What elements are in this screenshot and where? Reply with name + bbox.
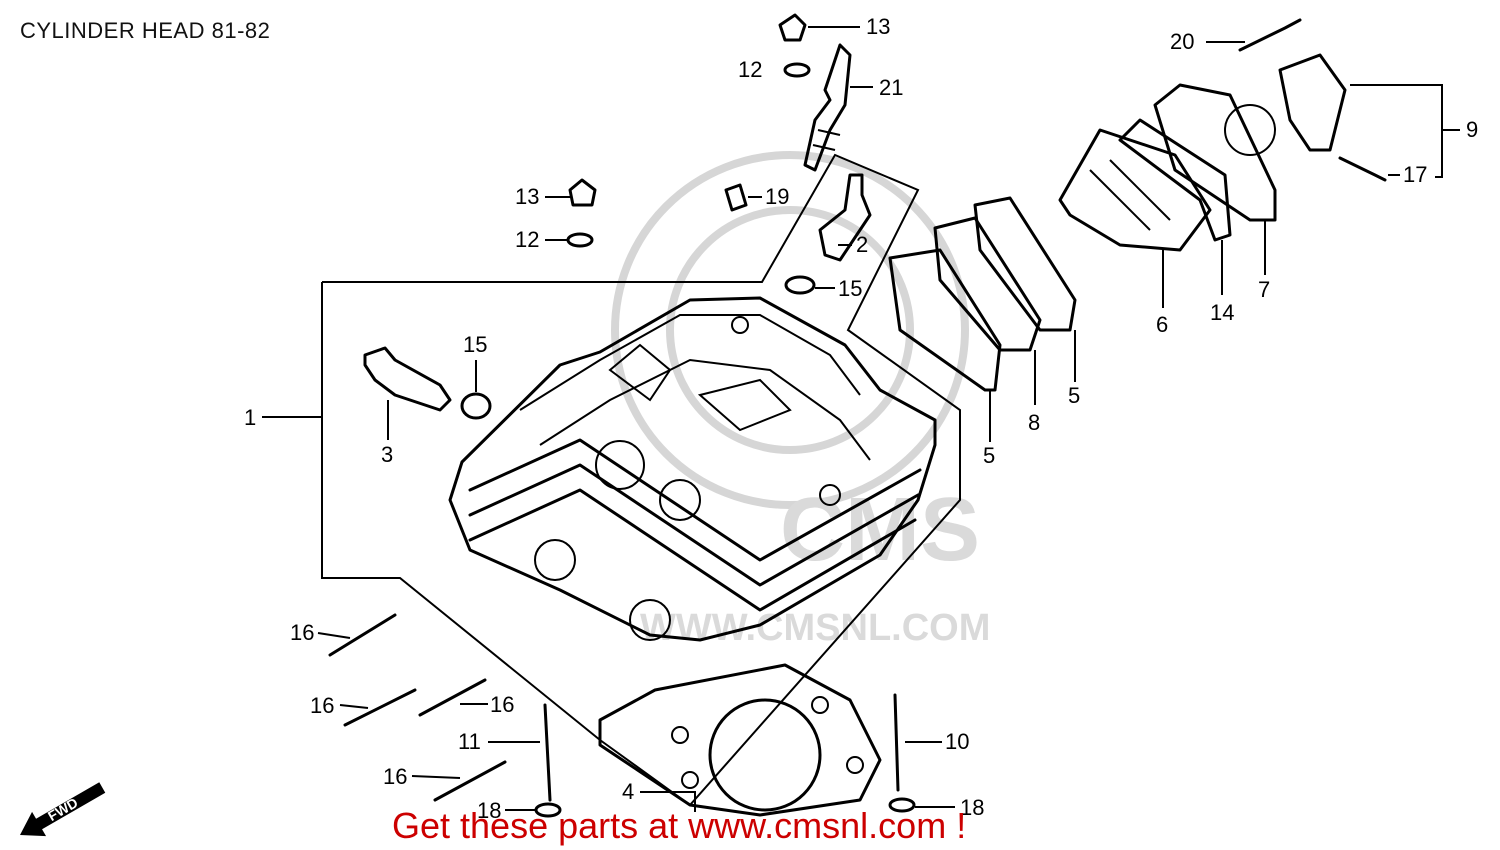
callout-8: 8: [1028, 410, 1040, 435]
callout-16-d: 16: [383, 764, 407, 789]
callout-14: 14: [1210, 300, 1234, 325]
group-frame: [321, 153, 961, 807]
clamp-9: [1278, 53, 1347, 152]
cylinder-head: [448, 296, 937, 642]
spark-plug: [803, 43, 852, 172]
callout-12-left: 12: [515, 227, 539, 252]
watermark-url: WWW.CMSNL.COM: [640, 607, 990, 649]
studs: [328, 613, 916, 818]
callout-13-top: 13: [866, 14, 890, 39]
bolt-20: [1238, 18, 1302, 52]
callout-15-right: 15: [838, 276, 862, 301]
insulator-2: [784, 173, 872, 295]
callout-12-top: 12: [738, 57, 762, 82]
fwd-arrow: FWD: [20, 782, 106, 837]
watermark-brand: CMS: [780, 480, 980, 580]
callout-6: 6: [1156, 312, 1168, 337]
leader-lines: [262, 26, 1460, 812]
callout-19: 19: [765, 184, 789, 209]
diagram-title: CYLINDER HEAD 81-82: [20, 18, 270, 43]
callout-17: 17: [1403, 162, 1427, 187]
footer-link[interactable]: Get these parts at www.cmsnl.com !: [392, 805, 966, 846]
callout-16-a: 16: [290, 620, 314, 645]
callout-10: 10: [945, 729, 969, 754]
intake-manifold-7: [1153, 83, 1277, 222]
callout-15-left: 15: [463, 332, 487, 357]
callout-18-left: 18: [477, 798, 501, 823]
callout-16-c: 16: [490, 692, 514, 717]
callout-21: 21: [879, 75, 903, 100]
part-3-pipe: [363, 346, 492, 420]
callout-5-upper: 5: [1068, 383, 1080, 408]
head-gasket: [598, 663, 882, 817]
callout-20: 20: [1170, 29, 1194, 54]
callout-1: 1: [244, 405, 256, 430]
bolt-17: [1338, 156, 1387, 182]
reed-gaskets: [888, 196, 1077, 392]
cap-19: [724, 183, 748, 212]
callout-labels: 13 12 21 20 9 17 13 12 19 2 15 15 1 3 5 …: [244, 14, 1478, 823]
callout-4: 4: [622, 779, 634, 804]
cap-nut-top: [778, 13, 811, 78]
callout-9: 9: [1466, 117, 1478, 142]
callout-13-left: 13: [515, 184, 539, 209]
callout-11: 11: [458, 729, 481, 754]
callout-7: 7: [1258, 277, 1270, 302]
callout-2: 2: [856, 232, 868, 257]
callout-3: 3: [381, 442, 393, 467]
reed-valve: [1058, 128, 1212, 252]
cap-nut-left: [566, 178, 597, 248]
callout-18-right: 18: [960, 795, 984, 820]
callout-5-lower: 5: [983, 443, 995, 468]
gasket-14: [1118, 118, 1232, 242]
callout-16-b: 16: [310, 693, 334, 718]
